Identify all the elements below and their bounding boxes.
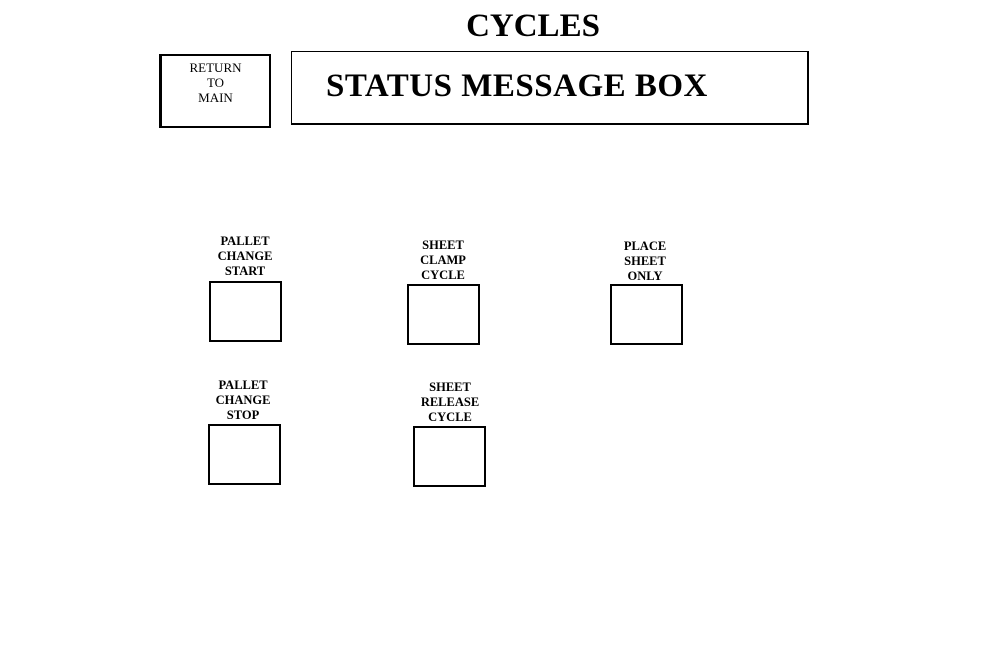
pallet-change-stop-button[interactable] [208, 424, 281, 485]
return-to-main-button[interactable]: RETURN TO MAIN [159, 54, 271, 128]
pallet-change-stop-label: PALLET CHANGE STOP [215, 378, 271, 422]
sheet-release-cycle-button[interactable] [413, 426, 486, 487]
sheet-release-cycle-label: SHEET RELEASE CYCLE [420, 380, 480, 424]
sheet-clamp-cycle-label: SHEET CLAMP CYCLE [420, 238, 466, 282]
pallet-change-start-button[interactable] [209, 281, 282, 342]
pallet-change-start-label: PALLET CHANGE START [217, 234, 273, 278]
status-message-box: STATUS MESSAGE BOX [291, 51, 809, 125]
place-sheet-only-button[interactable] [610, 284, 683, 345]
page-title: CYCLES [466, 8, 600, 44]
place-sheet-only-label: PLACE SHEET ONLY [623, 239, 667, 283]
status-message-text: STATUS MESSAGE BOX [326, 68, 708, 104]
sheet-clamp-cycle-button[interactable] [407, 284, 480, 345]
return-to-main-label: RETURN TO MAIN [189, 60, 242, 105]
